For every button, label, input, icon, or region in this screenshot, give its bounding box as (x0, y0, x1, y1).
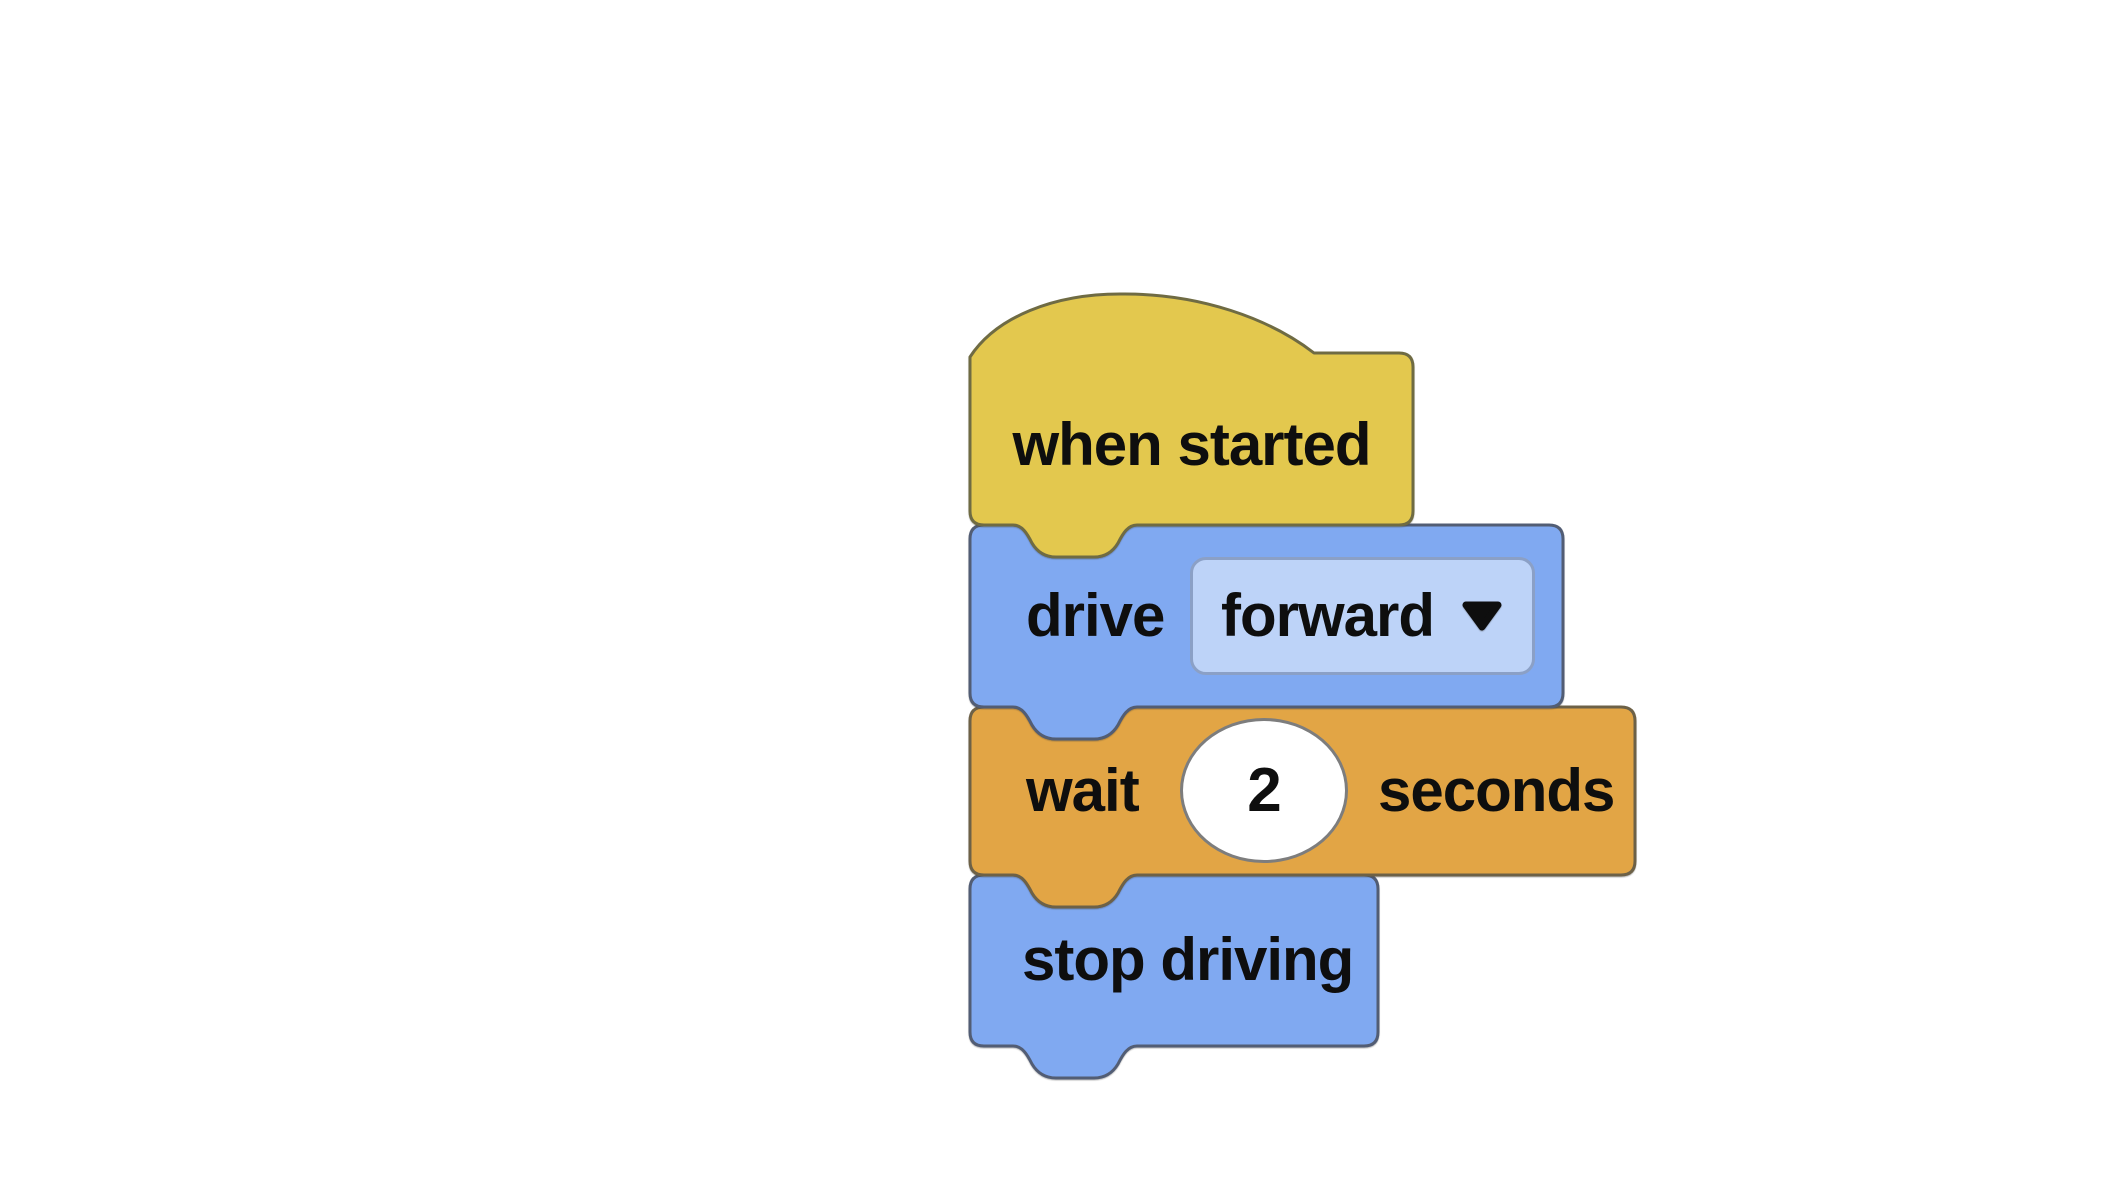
wait-time-input[interactable]: 2 (1180, 718, 1348, 863)
block-stop-driving[interactable]: stop driving (968, 873, 1380, 1080)
block-label: wait (1026, 757, 1140, 824)
block-when-started[interactable]: when started (968, 292, 1415, 559)
block-wait[interactable]: wait 2 seconds (968, 705, 1637, 909)
block-label: when started (1012, 411, 1371, 478)
block-label: stop driving (1022, 926, 1354, 993)
block-label: drive (1026, 582, 1165, 649)
drive-direction-dropdown[interactable]: forward (1190, 557, 1535, 675)
triangle-down-icon (1462, 601, 1502, 631)
dropdown-value: forward (1220, 582, 1435, 649)
block-drive[interactable]: drive forward (968, 523, 1565, 741)
wait-time-value: 2 (1247, 755, 1281, 825)
block-shape (968, 292, 1415, 559)
hat-block-shape-svg (968, 292, 1415, 559)
block-label-suffix: seconds (1378, 757, 1615, 824)
